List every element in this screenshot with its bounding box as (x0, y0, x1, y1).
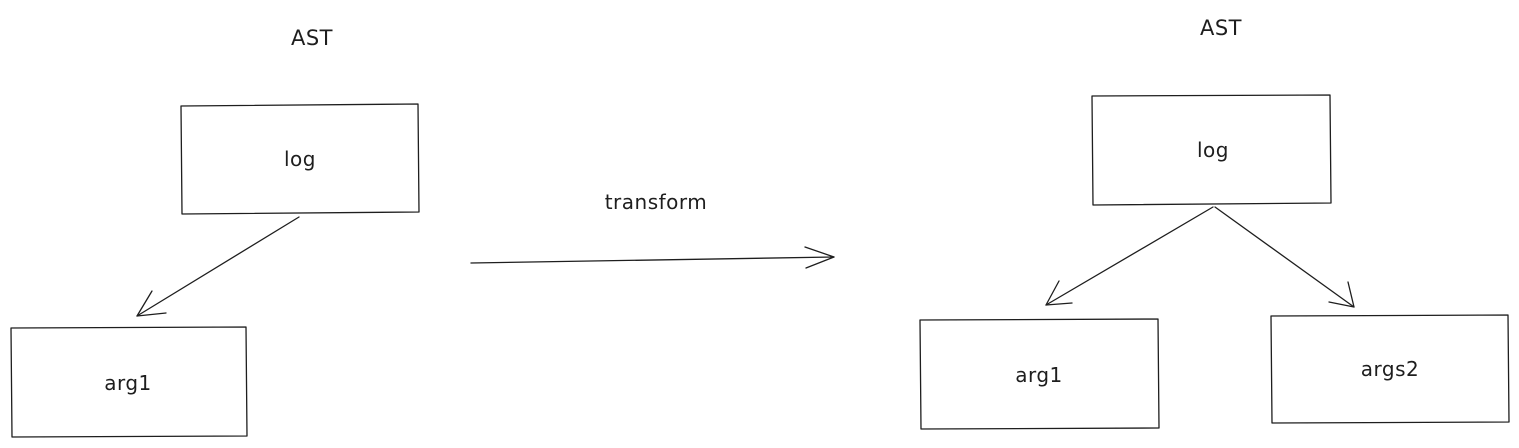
right-edge-left-arrowhead (1045, 280, 1073, 306)
right-child-box-arg1 (919, 318, 1160, 430)
left-tree-title: AST (291, 26, 333, 50)
right-child-label-args2: args2 (1361, 357, 1419, 381)
left-child-node-arg1: arg1 (10, 326, 248, 438)
right-child-node-arg1: arg1 (919, 318, 1160, 430)
right-root-box (1091, 94, 1332, 206)
right-edge-root-to-arg1 (1045, 206, 1214, 306)
left-child-label: arg1 (104, 371, 152, 395)
right-edge-right-arrowhead (1328, 281, 1355, 308)
left-child-box (10, 326, 248, 438)
right-root-node: log (1091, 94, 1332, 206)
transform-arrow-line (470, 256, 835, 264)
left-edge-arrowhead (136, 290, 167, 317)
right-edge-root-to-args2 (1214, 206, 1355, 308)
left-root-box (180, 103, 420, 215)
transform-arrowhead (804, 246, 835, 269)
left-edge-root-to-arg1 (136, 216, 300, 317)
right-edge-right-line (1214, 206, 1355, 308)
right-root-label: log (1197, 138, 1229, 162)
right-child-label-arg1: arg1 (1015, 363, 1063, 387)
right-child-node-args2: args2 (1270, 314, 1510, 424)
transform-arrow (470, 246, 835, 269)
right-child-box-args2 (1270, 314, 1510, 424)
left-edge-line (136, 216, 300, 317)
left-root-label: log (284, 147, 316, 171)
right-tree-title: AST (1200, 16, 1242, 40)
right-edge-left-line (1045, 206, 1214, 306)
transform-label: transform (605, 190, 708, 214)
left-root-node: log (180, 103, 420, 215)
